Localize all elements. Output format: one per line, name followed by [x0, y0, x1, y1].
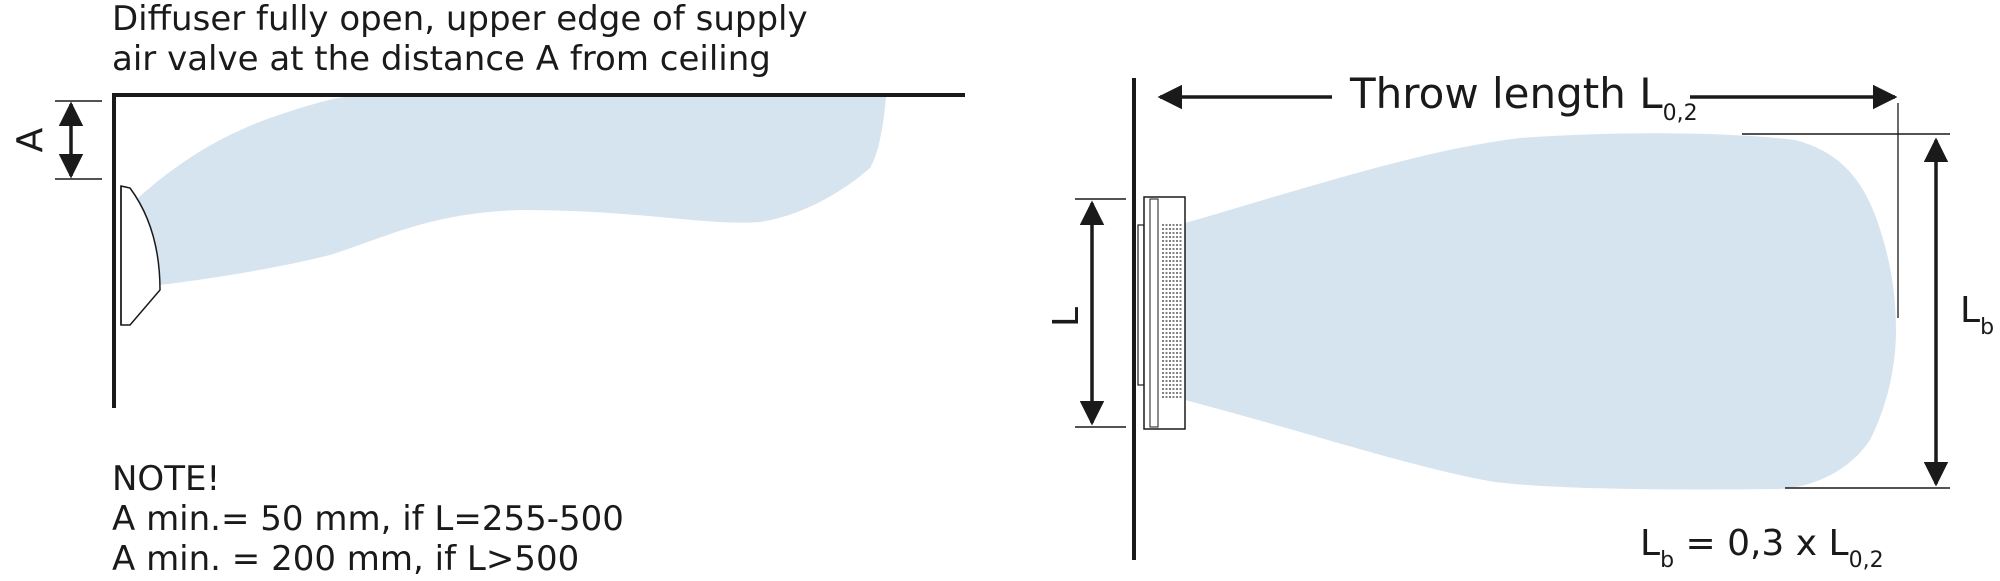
- note-heading: NOTE!: [112, 459, 220, 499]
- right-diagram: Throw length L0,2 L Lb Lb = 0,3 x L0,2: [1046, 69, 1994, 573]
- wall-ceiling-line: [112, 93, 965, 408]
- caption-line-1: Diffuser fully open, upper edge of suppl…: [112, 0, 808, 39]
- diffuser-front-icon: [1137, 196, 1186, 430]
- label-a: A: [10, 127, 51, 152]
- note-line-2: A min. = 200 mm, if L>500: [112, 539, 579, 579]
- left-diagram: Diffuser fully open, upper edge of suppl…: [10, 0, 965, 579]
- label-l: L: [1046, 307, 1087, 327]
- dimension-l: L: [1046, 198, 1126, 428]
- throw-length-dimension: Throw length L0,2: [1157, 69, 1899, 318]
- formula-lb: Lb = 0,3 x L0,2: [1640, 523, 1884, 573]
- dimension-a: A: [10, 100, 102, 180]
- label-lb: Lb: [1960, 290, 1994, 340]
- diffuser-grille: [1162, 224, 1183, 398]
- throw-length-label: Throw length L0,2: [1349, 69, 1698, 126]
- right-air-jet: [1185, 133, 1896, 490]
- dimension-lb: Lb: [1742, 133, 1994, 489]
- caption-line-2: air valve at the distance A from ceiling: [112, 39, 771, 79]
- left-air-jet: [138, 97, 886, 285]
- note-line-1: A min.= 50 mm, if L=255-500: [112, 499, 624, 539]
- diffuser-side-icon: [120, 185, 161, 326]
